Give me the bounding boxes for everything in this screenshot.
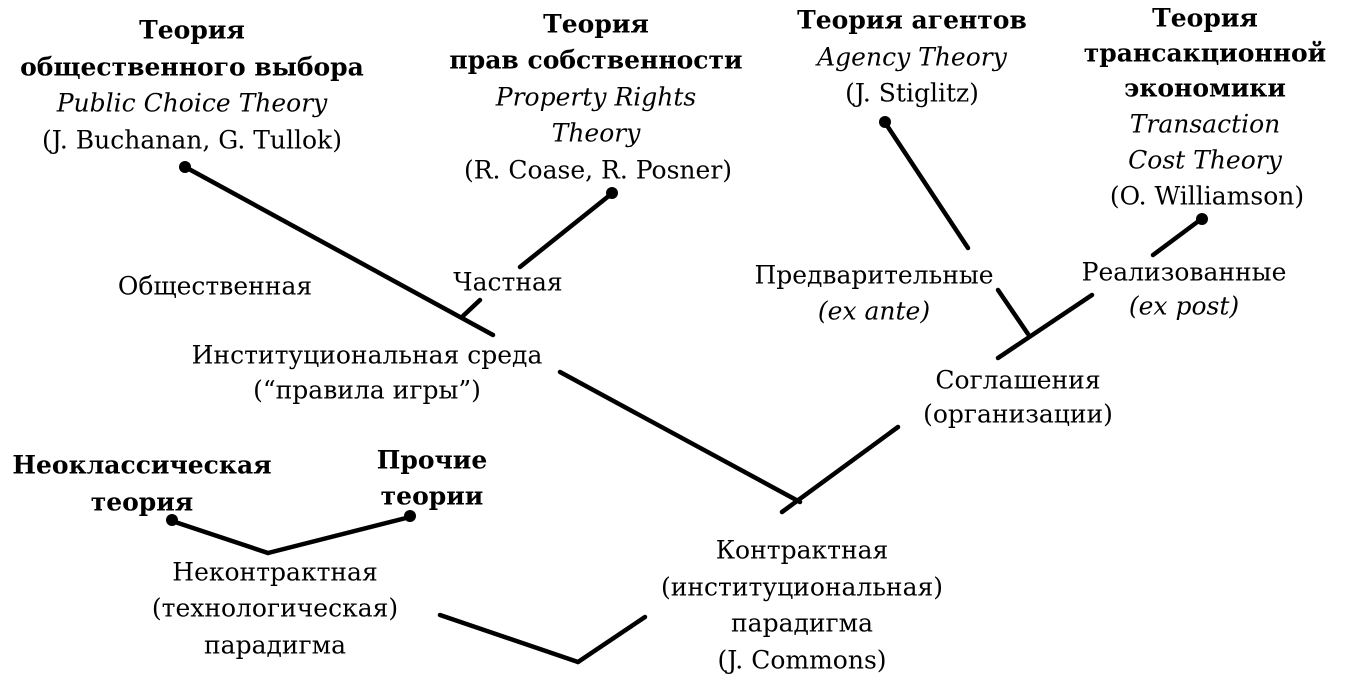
- english-name: Property Rights: [495, 83, 697, 112]
- title: Теория: [1152, 4, 1258, 33]
- connector-private-tick: [460, 297, 483, 319]
- title: Теория: [139, 16, 245, 45]
- node-dot: [404, 510, 416, 522]
- latin: (ex post): [1129, 292, 1239, 321]
- node-institutional-env: Институциональная среда (“правила игры”): [192, 341, 543, 405]
- connector-ex-post: [995, 292, 1095, 361]
- title: прав собственности: [449, 46, 742, 75]
- node-ex-post: Реализованные (ex post): [1082, 258, 1287, 321]
- label: Прочие: [377, 446, 488, 475]
- connector-public-choice: [184, 165, 496, 338]
- english-name: Agency Theory: [815, 43, 1008, 72]
- label: парадигма: [731, 609, 873, 638]
- connector-neoclassical: [169, 518, 271, 556]
- label: Реализованные: [1082, 258, 1287, 287]
- title: экономики: [1124, 74, 1286, 103]
- label: Неконтрактная: [172, 558, 377, 587]
- connector-property-rights: [517, 192, 613, 270]
- label: (J. Commons): [717, 646, 886, 675]
- authors: (O. Williamson): [1110, 182, 1304, 211]
- node-contract: Контрактная (институциональная) парадигм…: [661, 536, 943, 675]
- title: Теория агентов: [797, 6, 1027, 35]
- authors: (J. Stiglitz): [845, 79, 979, 108]
- label: (институциональная): [661, 573, 943, 602]
- connector-noncontract: [437, 612, 581, 665]
- label: Контрактная: [716, 536, 889, 565]
- english-name: Transaction: [1130, 110, 1281, 139]
- node-noncontract: Неконтрактная (технологическая) парадигм…: [152, 558, 398, 660]
- authors: (R. Coase, R. Posner): [464, 156, 732, 185]
- connector-other: [265, 514, 413, 556]
- node-public: Общественная: [118, 272, 312, 301]
- title: Теория: [543, 10, 649, 39]
- label: Неоклассическая: [12, 451, 271, 480]
- connector-transaction: [1150, 217, 1203, 258]
- node-dot: [179, 161, 191, 173]
- node-transaction: Теория трансакционной экономики Transact…: [1084, 4, 1326, 211]
- connector-ex-ante: [995, 287, 1031, 337]
- label: парадигма: [204, 631, 346, 660]
- label: теории: [381, 482, 484, 511]
- label: (“правила игры”): [253, 376, 481, 405]
- node-private: Частная: [453, 268, 562, 297]
- authors: (J. Buchanan, G. Tullok): [42, 126, 342, 155]
- node-other: Прочие теории: [377, 446, 488, 511]
- node-neoclassical: Неоклассическая теория: [12, 451, 271, 517]
- connector-agency: [883, 121, 971, 251]
- title: трансакционной: [1084, 39, 1326, 68]
- english-name: Theory: [552, 119, 642, 148]
- node-dot: [879, 116, 891, 128]
- node-agreements: Соглашения (организации): [923, 366, 1113, 429]
- node-public-choice: Теория общественного выбора Public Choic…: [20, 16, 364, 155]
- node-property-rights: Теория прав собственности Property Right…: [449, 10, 742, 185]
- label: (технологическая): [152, 594, 398, 623]
- english-name: Public Choice Theory: [56, 89, 328, 118]
- latin: (ex ante): [818, 297, 930, 326]
- node-dot: [606, 187, 618, 199]
- node-agency: Теория агентов Agency Theory (J. Stiglit…: [797, 6, 1027, 108]
- english-name: Cost Theory: [1128, 146, 1283, 175]
- title: общественного выбора: [20, 53, 364, 82]
- label: Предварительные: [754, 261, 993, 290]
- node-dot: [1196, 213, 1208, 225]
- node-ex-ante: Предварительные (ex ante): [754, 261, 993, 326]
- node-dot: [166, 514, 178, 526]
- connector-contract: [575, 614, 648, 665]
- connector-institutional-env: [557, 369, 803, 505]
- connectors: [166, 116, 1208, 665]
- label: (организации): [923, 400, 1113, 429]
- label: Соглашения: [935, 366, 1100, 395]
- label: Институциональная среда: [192, 341, 543, 370]
- label: теория: [91, 488, 194, 517]
- connector-agreements: [779, 424, 901, 515]
